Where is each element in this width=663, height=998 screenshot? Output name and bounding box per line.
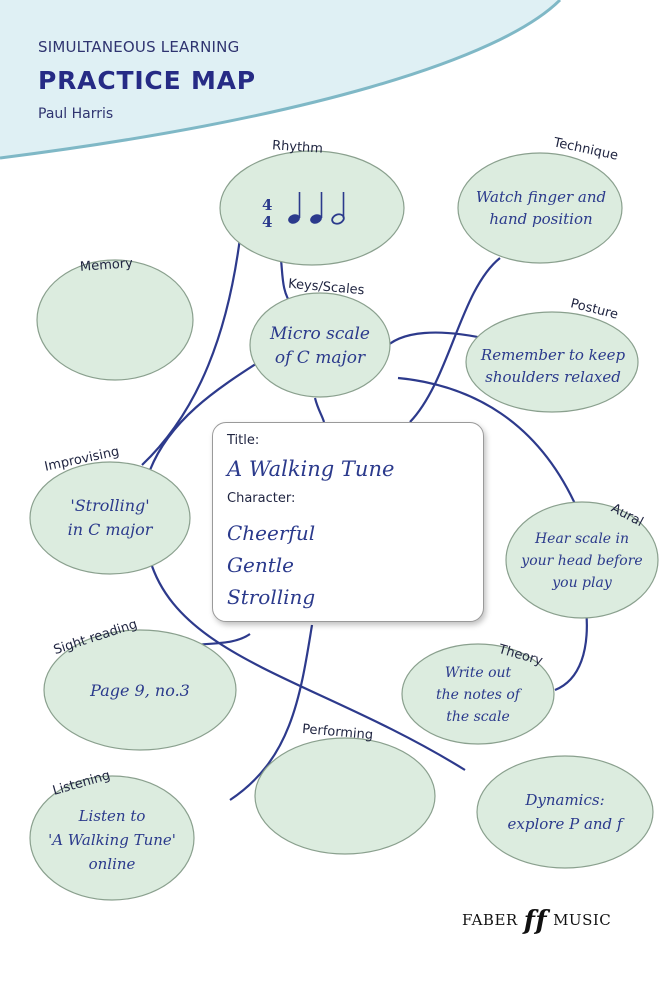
- aural-bubble: [505, 501, 659, 619]
- ff-logo: ff: [523, 906, 548, 936]
- improvising-text: 'Strolling'in C major: [67, 496, 153, 539]
- author-name: Paul Harris: [38, 106, 114, 122]
- publisher-name-left: FABER: [462, 911, 518, 929]
- quarter-note-2: [310, 214, 322, 224]
- rhythm-notation: 4 4: [262, 192, 345, 231]
- character-item: Strolling: [227, 585, 316, 609]
- quarter-note-1: [288, 214, 300, 224]
- sight-reading-text: Page 9, no.3: [90, 681, 190, 700]
- character-list: Cheerful Gentle Strolling: [227, 517, 315, 613]
- character-item: Gentle: [227, 553, 294, 577]
- header-band: [0, 0, 560, 158]
- memory-bubble: [36, 259, 194, 381]
- time-sig-bottom: 4: [262, 213, 272, 231]
- time-sig-top: 4: [262, 196, 272, 214]
- improvising-bubble: [29, 461, 191, 575]
- piece-title: A Walking Tune: [227, 457, 395, 481]
- performing-bubble: [254, 737, 436, 855]
- series-title: SIMULTANEOUS LEARNING: [38, 38, 240, 56]
- centre-piece-box: Title: A Walking Tune Character: Cheerfu…: [212, 422, 484, 622]
- dynamics-text: Dynamics:explore P and f: [507, 791, 623, 833]
- posture-bubble: [465, 311, 639, 413]
- title-field-label: Title:: [227, 433, 260, 448]
- header-band-edge: [0, 0, 562, 160]
- technique-bubble: [457, 152, 623, 264]
- page-title: PRACTICE MAP: [38, 66, 256, 95]
- character-field-label: Character:: [227, 491, 296, 506]
- keys-scales-bubble: [249, 292, 391, 398]
- theory-bubble: [401, 643, 555, 745]
- publisher-name-right: MUSIC: [553, 911, 612, 929]
- character-item: Cheerful: [227, 521, 316, 545]
- sight-reading-bubble: [43, 629, 237, 751]
- listening-bubble: [29, 775, 195, 901]
- listening-text: Listen to'A Walking Tune'online: [48, 807, 176, 873]
- dynamics-bubble: [476, 755, 654, 869]
- rhythm-bubble: [219, 150, 405, 266]
- bubbles: [29, 150, 659, 901]
- publisher-logo: FABER ff MUSIC: [462, 906, 611, 936]
